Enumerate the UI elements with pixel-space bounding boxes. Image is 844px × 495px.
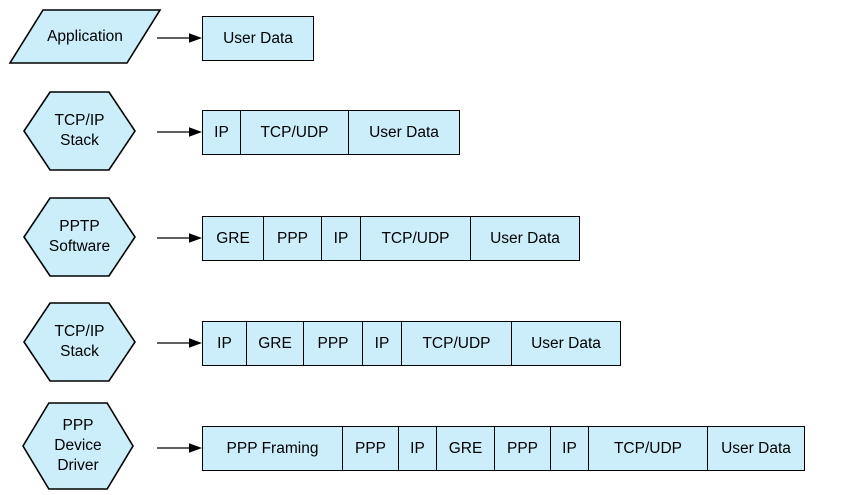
packet-field: IP bbox=[363, 322, 402, 365]
packet-field: User Data bbox=[708, 427, 804, 470]
layer-label-tcpip-stack-2: TCP/IP Stack bbox=[54, 323, 105, 360]
packet-field: TCP/UDP bbox=[589, 427, 708, 470]
packet-field: TCP/UDP bbox=[361, 217, 471, 260]
packet-field: IP bbox=[399, 427, 437, 470]
packet-field: User Data bbox=[471, 217, 579, 260]
packet-field: IP bbox=[322, 217, 361, 260]
arrow-application bbox=[157, 31, 203, 50]
packet-field: PPP bbox=[343, 427, 399, 470]
arrow-pptp-software bbox=[157, 231, 203, 250]
layer-shape-tcpip-stack-2: TCP/IP Stack bbox=[23, 302, 136, 382]
packet-strip-application: User Data bbox=[202, 16, 314, 61]
layer-shape-pptp-software: PPTP Software bbox=[23, 197, 136, 277]
packet-field: PPP Framing bbox=[203, 427, 343, 470]
packet-field: PPP bbox=[264, 217, 322, 260]
layer-label-tcpip-stack-1: TCP/IP Stack bbox=[54, 112, 105, 149]
layer-shape-application: Application bbox=[8, 9, 162, 64]
packet-field: IP bbox=[551, 427, 589, 470]
arrow-tcpip-stack-2 bbox=[157, 336, 203, 355]
layer-shape-tcpip-stack-1: TCP/IP Stack bbox=[23, 91, 136, 171]
packet-field: User Data bbox=[349, 111, 459, 154]
layer-label-ppp-device-driver: PPP Device Driver bbox=[54, 417, 102, 474]
packet-field: PPP bbox=[495, 427, 551, 470]
packet-field: User Data bbox=[512, 322, 620, 365]
packet-field: IP bbox=[203, 111, 241, 154]
packet-field: GRE bbox=[437, 427, 495, 470]
packet-field: GRE bbox=[247, 322, 304, 365]
layer-label-application: Application bbox=[47, 28, 123, 45]
arrow-ppp-device-driver bbox=[157, 441, 203, 460]
packet-field: PPP bbox=[304, 322, 363, 365]
layer-label-pptp-software: PPTP Software bbox=[48, 218, 111, 255]
packet-field: GRE bbox=[203, 217, 264, 260]
packet-field: TCP/UDP bbox=[402, 322, 512, 365]
packet-field: TCP/UDP bbox=[241, 111, 349, 154]
layer-shape-ppp-device-driver: PPP Device Driver bbox=[22, 402, 134, 490]
arrow-tcpip-stack-1 bbox=[157, 125, 203, 144]
packet-field: IP bbox=[203, 322, 247, 365]
packet-field: User Data bbox=[203, 17, 313, 60]
